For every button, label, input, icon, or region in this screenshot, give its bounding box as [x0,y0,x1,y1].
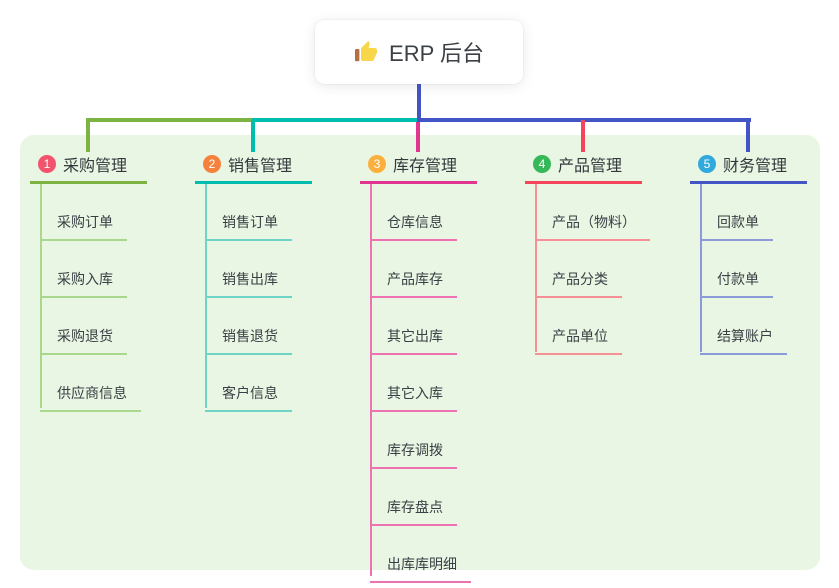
branch-finance: 5 财务管理 回款单 付款单 结算账户 [690,148,820,355]
branch-node-product[interactable]: 4 产品管理 [525,148,642,184]
thumbs-up-icon [355,41,378,62]
branch-node-sales[interactable]: 2 销售管理 [195,148,312,184]
branch-node-inventory[interactable]: 3 库存管理 [360,148,477,184]
connector-bus-purchase [86,118,254,122]
child-node[interactable]: 供应商信息 [40,355,141,412]
branch-label: 库存管理 [393,158,458,175]
child-node[interactable]: 回款单 [700,184,773,241]
connector-drop-inventory [416,122,420,152]
child-node[interactable]: 仓库信息 [370,184,457,241]
branch-children-inventory: 仓库信息 产品库存 其它出库 其它入库 库存调拨 库存盘点 出库库明细 [360,184,490,583]
branch-children-sales: 销售订单 销售出库 销售退货 客户信息 [195,184,325,412]
branch-children-purchase: 采购订单 采购入库 采购退货 供应商信息 [30,184,160,412]
branch-node-finance[interactable]: 5 财务管理 [690,148,807,184]
child-node[interactable]: 销售订单 [205,184,292,241]
child-node[interactable]: 库存调拨 [370,412,457,469]
connector-drop-sales [251,120,255,152]
branch-number-badge: 3 [368,155,386,173]
branch-label: 采购管理 [63,158,128,175]
branch-sales: 2 销售管理 销售订单 销售出库 销售退货 客户信息 [195,148,325,412]
root-node-erp[interactable]: ERP 后台 [315,20,523,84]
child-node[interactable]: 出库库明细 [370,526,471,583]
connector-bus-sales [252,118,419,122]
children-connector-line [205,184,207,408]
children-connector-line [700,184,702,352]
branch-label: 产品管理 [558,158,623,175]
root-node-title: ERP 后台 [389,41,484,66]
child-node[interactable]: 销售出库 [205,241,292,298]
mindmap-canvas-panel [20,135,820,570]
branch-number-badge: 5 [698,155,716,173]
child-node[interactable]: 采购退货 [40,298,127,355]
branch-purchase: 1 采购管理 采购订单 采购入库 采购退货 供应商信息 [30,148,160,412]
child-node[interactable]: 采购订单 [40,184,127,241]
branch-label: 财务管理 [723,158,788,175]
branch-number-badge: 2 [203,155,221,173]
branch-label: 销售管理 [228,158,293,175]
child-node[interactable]: 产品单位 [535,298,622,355]
branch-number-badge: 1 [38,155,56,173]
connector-drop-purchase [86,120,90,152]
branch-children-finance: 回款单 付款单 结算账户 [690,184,820,355]
child-node[interactable]: 产品（物料） [535,184,650,241]
connector-root-stem [417,84,421,120]
child-node[interactable]: 结算账户 [700,298,787,355]
child-node[interactable]: 其它入库 [370,355,457,412]
child-node[interactable]: 其它出库 [370,298,457,355]
child-node[interactable]: 销售退货 [205,298,292,355]
connector-drop-product [581,120,585,152]
connector-drop-finance [746,120,750,152]
child-node[interactable]: 产品库存 [370,241,457,298]
branch-product: 4 产品管理 产品（物料） 产品分类 产品单位 [525,148,655,355]
child-node[interactable]: 客户信息 [205,355,292,412]
children-connector-line [40,184,42,408]
branch-node-purchase[interactable]: 1 采购管理 [30,148,147,184]
branch-number-badge: 4 [533,155,551,173]
child-node[interactable]: 产品分类 [535,241,622,298]
child-node[interactable]: 采购入库 [40,241,127,298]
branch-children-product: 产品（物料） 产品分类 产品单位 [525,184,655,355]
child-node[interactable]: 库存盘点 [370,469,457,526]
child-node[interactable]: 付款单 [700,241,773,298]
children-connector-line [535,184,537,352]
children-connector-line [370,184,372,576]
branch-inventory: 3 库存管理 仓库信息 产品库存 其它出库 其它入库 库存调拨 库存盘点 出库库… [360,148,490,583]
